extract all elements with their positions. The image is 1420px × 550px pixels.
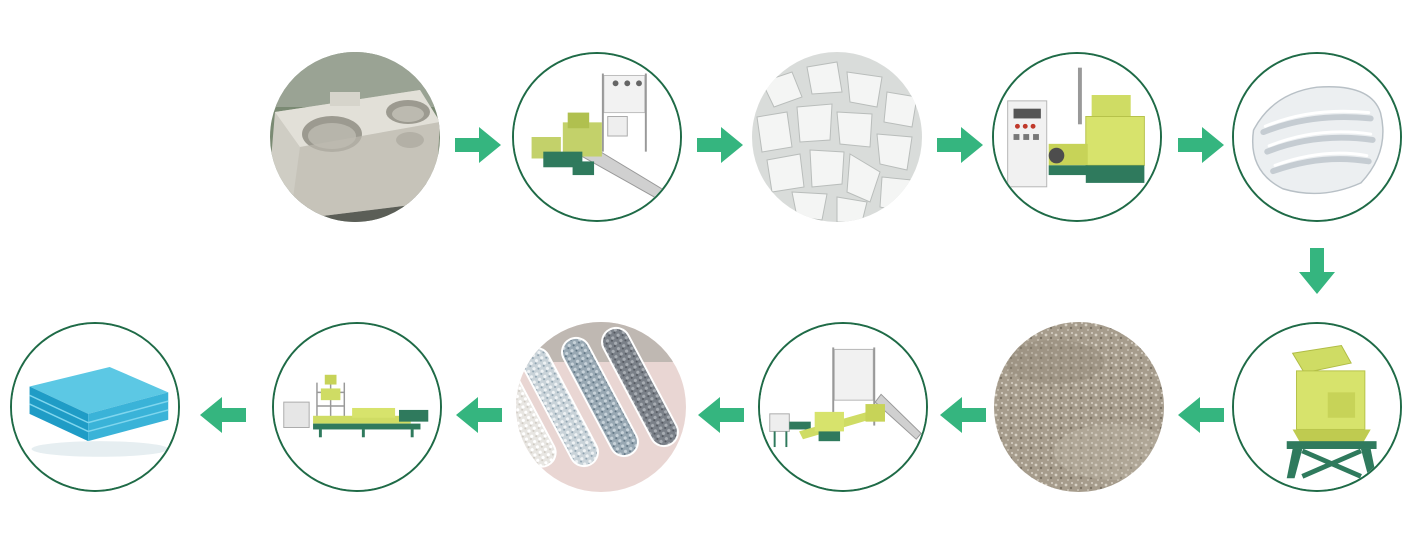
arrow-right-icon [1178,127,1224,163]
pelletizing-line-machine [758,322,928,492]
shredded-granules-photo [994,322,1164,492]
eps-waste-block-photo [270,52,440,222]
arrow-left-icon [698,397,744,433]
plastic-crusher-machine [1232,322,1402,492]
plastic-pellets-tubes-photo [516,322,686,492]
xps-board-stack [10,322,180,492]
arrow-right-icon [697,127,743,163]
arrow-left-icon [200,397,246,433]
arrow-right-icon [937,127,983,163]
crushing-line-machine [512,52,682,222]
arrow-right-icon [455,127,501,163]
eps-melter-machine [992,52,1162,222]
arrow-down-icon [1299,248,1335,294]
crushed-eps-flakes-photo [752,52,922,222]
arrow-left-icon [1178,397,1224,433]
extrusion-line-machine [272,322,442,492]
melted-eps-ingots-photo [1232,52,1402,222]
arrow-left-icon [456,397,502,433]
arrow-left-icon [940,397,986,433]
